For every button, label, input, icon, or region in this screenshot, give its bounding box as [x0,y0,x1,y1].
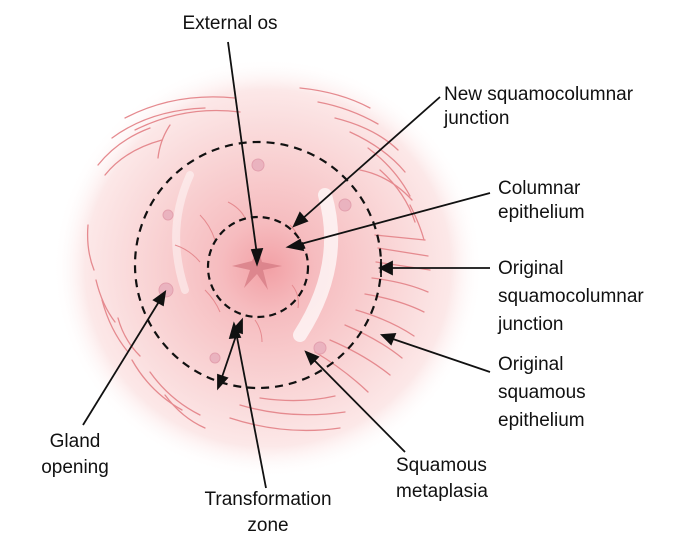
label-orig-scj-line1: Original [498,257,563,281]
label-tz-line2: zone [178,514,358,538]
label-orig-scj-line3: junction [498,313,564,337]
label-external-os: External os [140,12,320,36]
label-tz-line1: Transformation [178,488,358,512]
label-orig-sq-line1: Original [498,353,563,377]
label-new-scj-line2: junction [444,107,510,131]
label-columnar-line1: Columnar [498,177,580,201]
label-sq-meta-line2: metaplasia [396,480,488,504]
label-gland-line1: Gland [20,430,130,454]
label-gland-line2: opening [20,456,130,480]
label-orig-sq-line2: squamous [498,381,586,405]
label-orig-sq-line3: epithelium [498,409,585,433]
label-new-scj-line1: New squamocolumnar [444,83,633,107]
label-sq-meta-line1: Squamous [396,454,487,478]
label-orig-scj-line2: squamocolumnar [498,285,644,309]
label-columnar-line2: epithelium [498,201,585,225]
